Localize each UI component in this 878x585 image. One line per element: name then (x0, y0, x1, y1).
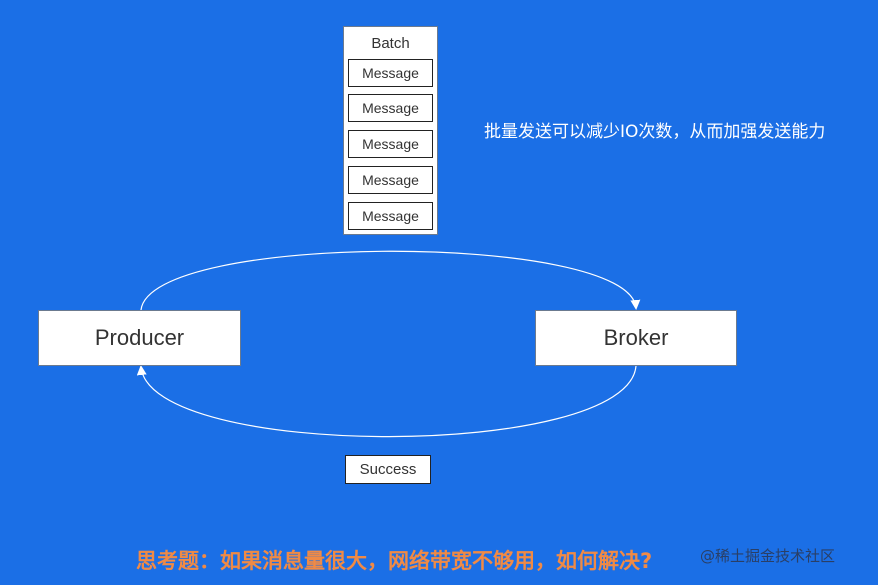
batch-message-1: Message (348, 59, 433, 87)
arrow-broker-to-producer (136, 365, 637, 438)
arrow-producer-to-broker (140, 250, 641, 311)
batch-message-4: Message (348, 166, 433, 194)
batch-message-2: Message (348, 94, 433, 122)
success-label: Success (345, 455, 431, 484)
batch-title: Batch (371, 35, 410, 52)
producer-node: Producer (38, 310, 241, 366)
watermark: @稀土掘金技术社区 (700, 547, 836, 565)
batch-note: 批量发送可以减少IO次数，从而加强发送能力 (484, 122, 826, 142)
batch-box: Batch Message Message Message Message Me… (343, 26, 438, 235)
batch-message-5: Message (348, 202, 433, 230)
broker-node: Broker (535, 310, 737, 366)
question-text: 思考题：如果消息量很大，网络带宽不够用，如何解决? (136, 549, 653, 573)
batch-message-3: Message (348, 130, 433, 158)
